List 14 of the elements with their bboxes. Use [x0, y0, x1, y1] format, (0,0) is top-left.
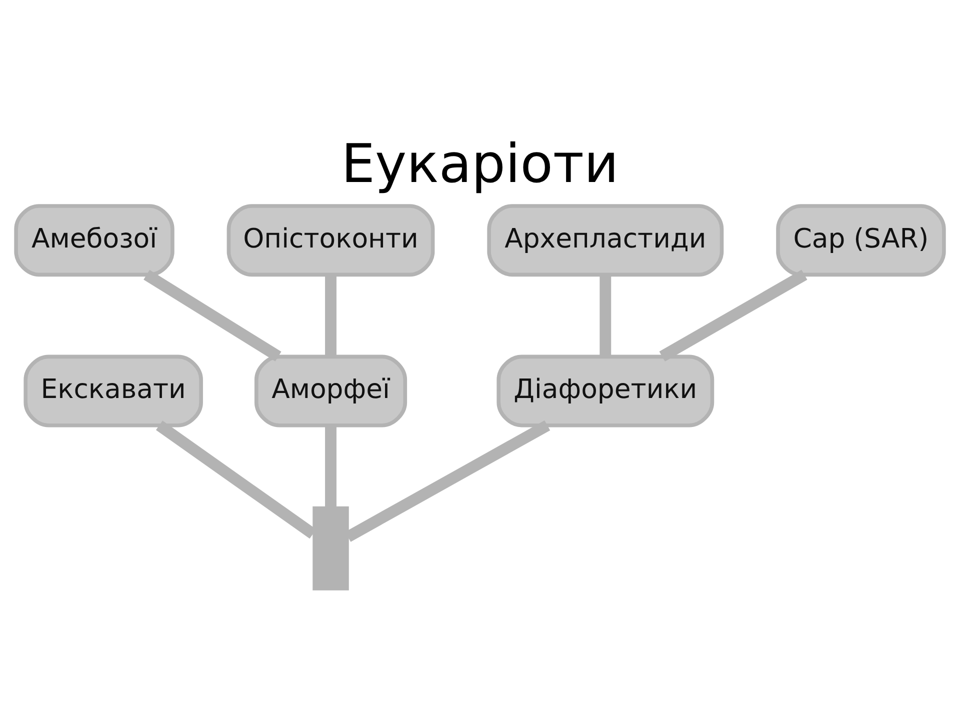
node-box: Амебозої — [14, 204, 174, 276]
node-box: Сар (SAR) — [776, 204, 946, 276]
connector — [325, 425, 336, 506]
connector — [659, 269, 808, 361]
node-box: Архепластиди — [487, 204, 724, 276]
node-box: Діафоретики — [496, 354, 714, 427]
node-box: Опістоконти — [226, 204, 435, 276]
node-box: Аморфеї — [254, 354, 408, 427]
connector — [600, 274, 612, 356]
node-box: Екскавати — [24, 354, 203, 427]
node-bar — [312, 506, 349, 590]
connector — [325, 274, 336, 356]
connector — [144, 269, 282, 361]
diagram-title: Еукаріоти — [341, 131, 619, 194]
